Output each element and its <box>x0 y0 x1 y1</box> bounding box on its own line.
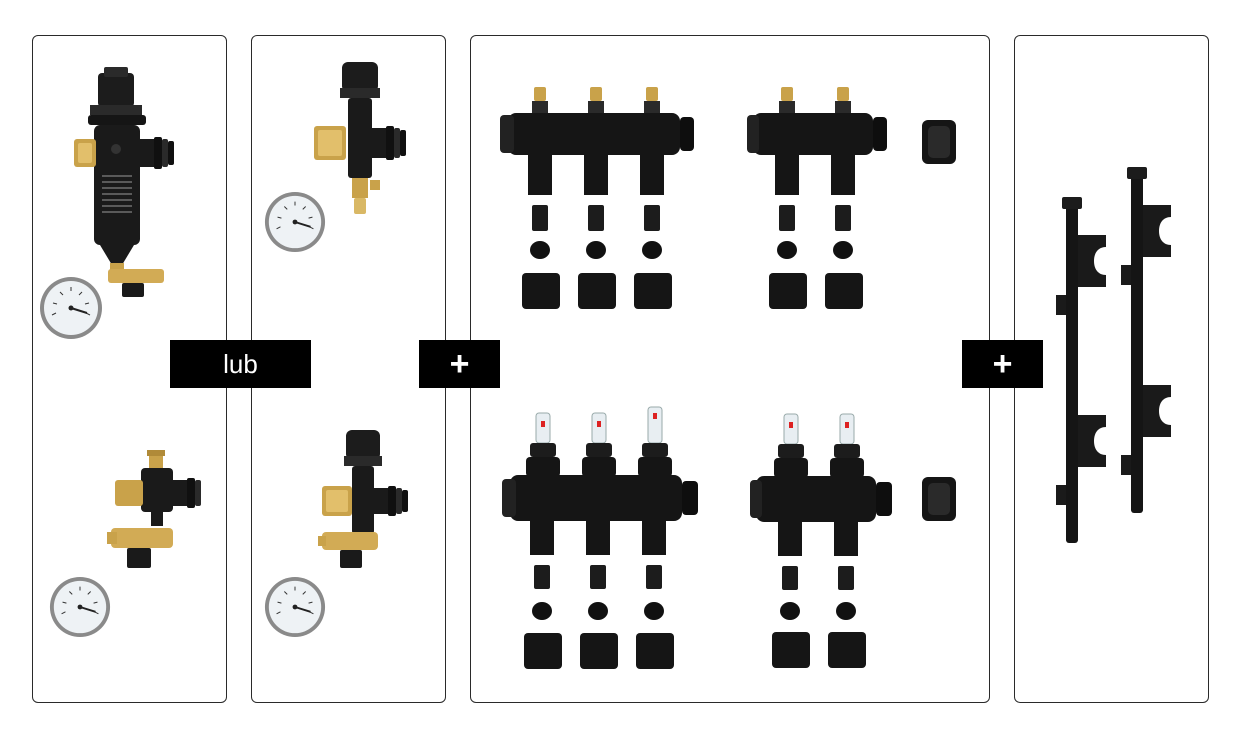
manifold-3-flowmeters-image <box>502 406 698 669</box>
plus-badge-2: + <box>962 340 1043 388</box>
end-cap-image <box>922 120 956 164</box>
mounting-bracket-image <box>1121 167 1171 513</box>
valve-with-ball-valve-image <box>318 430 408 568</box>
ball-valve-assembly-image <box>107 450 201 568</box>
thermometer-image <box>264 576 326 638</box>
end-cap-image <box>922 477 956 521</box>
or-badge: lub <box>170 340 311 388</box>
manifold-2-brass-valves-image <box>747 87 887 309</box>
valve-with-drain-image <box>314 62 406 214</box>
panel-bracket-group <box>1014 35 1209 703</box>
manifold-3-brass-valves-image <box>500 87 694 309</box>
manifold-2-flowmeters-image <box>750 413 892 668</box>
thermometer-image <box>264 191 326 253</box>
mounting-bracket-image <box>1056 197 1106 543</box>
thermometer-image <box>40 277 102 339</box>
plus-badge-1: + <box>419 340 500 388</box>
magnetic-filter-image <box>74 67 174 297</box>
thermometer-image <box>49 576 111 638</box>
